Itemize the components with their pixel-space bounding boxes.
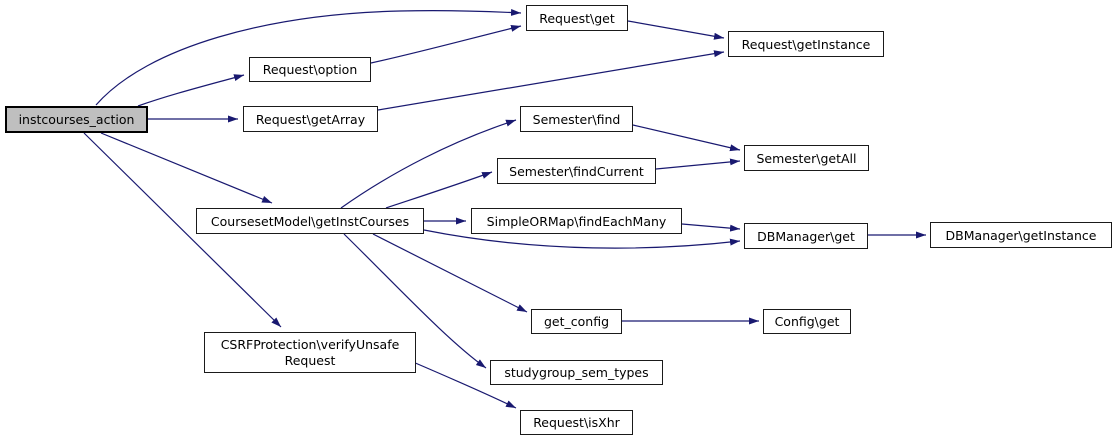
edge-semester-findcurrent-to-getall — [655, 158, 741, 170]
node-csrfprotection-verifyunsaferequest[interactable]: CSRFProtection\verifyUnsafe Request — [204, 332, 416, 373]
edge-request-option-to-request-get — [370, 24, 522, 64]
edge-instcourses-to-getinstcourses — [100, 132, 273, 204]
edge-semester-find-to-getall — [632, 124, 741, 152]
node-instcourses-action: instcourses_action — [5, 106, 148, 133]
node-dbmanager-getinstance[interactable]: DBManager\getInstance — [930, 222, 1112, 248]
node-studygroup-sem-types[interactable]: studygroup_sem_types — [490, 360, 663, 385]
edge-csrf-to-request-isxhr — [412, 361, 517, 409]
edge-getinstcourses-to-studygroup-sem-types — [343, 233, 487, 369]
node-request-getinstance[interactable]: Request\getInstance — [728, 31, 884, 57]
node-config-get[interactable]: Config\get — [763, 309, 851, 334]
edge-getinstcourses-to-get-config — [372, 233, 528, 313]
node-simpleormap-findeachmany[interactable]: SimpleORMap\findEachMany — [471, 208, 682, 234]
node-label-line: Request — [284, 352, 336, 368]
node-dbmanager-get[interactable]: DBManager\get — [744, 223, 868, 249]
node-semester-findcurrent[interactable]: Semester\findCurrent — [497, 158, 656, 184]
node-semester-getall[interactable]: Semester\getAll — [744, 145, 869, 171]
node-request-isxhr[interactable]: Request\isXhr — [520, 410, 633, 435]
node-semester-find[interactable]: Semester\find — [520, 106, 633, 132]
node-get-config[interactable]: get_config — [531, 309, 622, 334]
edge-instcourses-to-request-option — [137, 74, 245, 107]
node-coursesetmodel-getinstcourses[interactable]: CoursesetModel\getInstCourses — [196, 208, 424, 234]
node-request-get[interactable]: Request\get — [526, 5, 628, 31]
edge-getinstcourses-to-dbmanager-get — [423, 229, 741, 249]
node-label-line: CSRFProtection\verifyUnsafe — [220, 336, 400, 352]
edge-instcourses-to-csrf — [83, 132, 282, 328]
edge-request-getarray-to-getinstance — [377, 50, 725, 111]
node-request-getarray[interactable]: Request\getArray — [243, 106, 378, 132]
edge-getinstcourses-to-semester-findcurrent — [385, 171, 493, 209]
edge-request-get-to-getinstance — [627, 20, 725, 40]
edge-getinstcourses-to-semester-find — [340, 119, 517, 209]
edge-simpleormap-to-dbmanager-get — [681, 223, 741, 232]
edge-instcourses-to-request-get — [95, 8, 522, 106]
node-request-option[interactable]: Request\option — [249, 57, 371, 82]
